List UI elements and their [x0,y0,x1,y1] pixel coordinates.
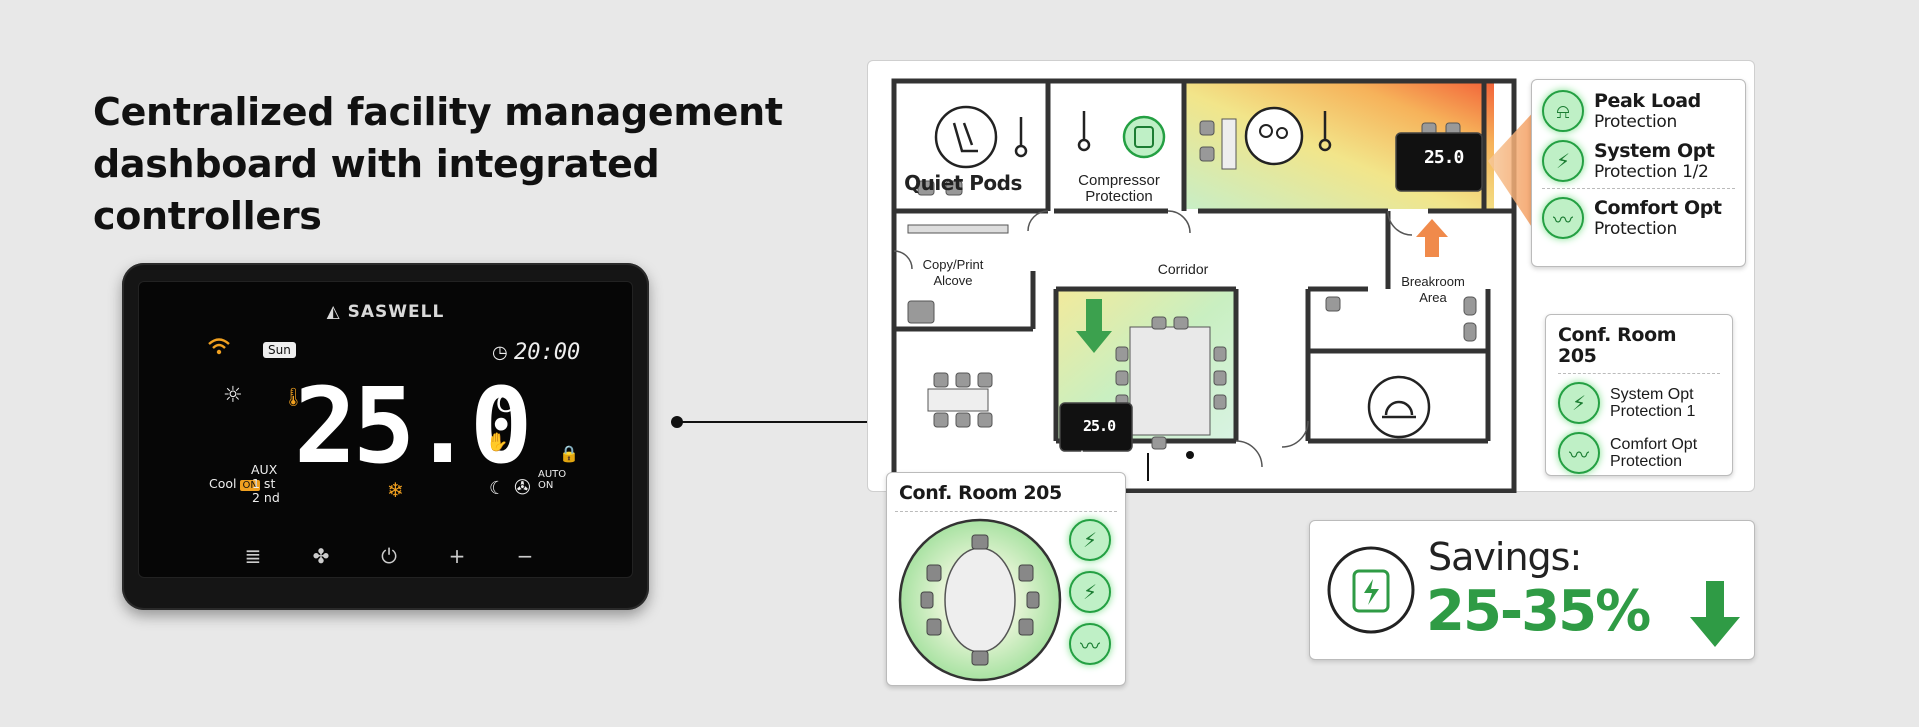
room-label-copy-print: Copy/Print Alcove [922,257,984,288]
wifi-icon [207,336,231,362]
conf-zoom-title: Conf. Room 205 [899,482,1062,504]
clock-icon: ◷ [492,342,508,363]
zoom-panel-pointer [1070,450,1094,474]
thermometer-icon: 🌡 [282,387,305,408]
room-label-compressor: Compressor Protection [1078,172,1160,205]
temperature-display: 25.0 [294,365,532,487]
day-badge: Sun [263,342,296,358]
plus-icon[interactable]: + [448,544,466,568]
thermostat-device: ◭ SASWELL Sun ◷ 20:00 ☼ 🌡 25.0 °C ✋ 🔒 AU… [122,263,649,610]
room-label-breakroom: Breakroom Area [1401,274,1465,305]
trend-line-icon: 〰 [1558,432,1600,474]
fan-auto-label: AUTO [538,469,567,480]
minus-icon[interactable]: − [516,544,534,568]
battery-icon: ⚡ [1542,140,1584,182]
savings-label: Savings: [1428,535,1582,579]
bell-icon: ⍾ [1542,90,1584,132]
title-line-1: Centralized facility management [93,90,783,134]
stage-1-label: 1 st [252,476,276,491]
mode-on-badge: ON [240,480,260,491]
thermostat-screen: ◭ SASWELL Sun ◷ 20:00 ☼ 🌡 25.0 °C ✋ 🔒 AU… [138,281,633,578]
conf-zoom-panel: Conf. Room 205 ⚡ ⚡ 〰 [886,472,1126,686]
cool-down-arrow [1076,299,1112,353]
mini-display-top: 25.0 [1424,147,1464,168]
compressor-green-icon [1122,115,1166,159]
sun-icon[interactable]: ☼ [223,383,243,408]
aux-label: AUX [251,462,278,477]
brand-mark-icon: ◭ [326,302,348,322]
snowflake-icon: ❄ [387,478,404,502]
lock-icon[interactable]: 🔒 [559,444,579,463]
conf-zoom-drawing [898,518,1062,682]
power-icon[interactable]: ⏻ [381,544,397,568]
stage-2-label: 2 nd [252,490,280,505]
page-title: Centralized facility management dashboar… [93,86,813,242]
savings-panel: Savings: 25-35% [1309,520,1755,660]
mini-display-conf: 25.0 [1083,417,1116,435]
time-display: 20:00 [514,340,581,365]
fan-on-label: ON [538,480,554,491]
mini-thermostat-conf [1059,402,1133,452]
conf-room-panel-title: Conf. Room 205 [1558,325,1720,374]
savings-down-arrow-icon [1690,581,1740,647]
compressor-icon[interactable]: ⚡ [1069,519,1111,561]
moon-icon[interactable]: ☾ [489,478,506,499]
conf-zoom-icons: ⚡ ⚡ 〰 [1069,519,1111,665]
battery-icon: ⚡ [1558,382,1600,424]
battery-icon[interactable]: ⚡ [1069,571,1111,613]
mode-label: Cool ON [209,476,260,491]
office-people-icon [1244,106,1304,166]
quiet-pods-icon [934,105,998,169]
trend-line-icon: 〰 [1542,197,1584,239]
floor-plan-drawing [891,78,1551,493]
service-bell-icon [1367,375,1431,439]
title-line-2: dashboard with integrated controllers [93,142,660,238]
brand-logo: ◭ SASWELL [326,302,445,322]
temperature-unit: °C [484,390,513,418]
fan-button-icon[interactable]: ✤ [312,544,330,568]
room-label-quiet-pods: Quiet Pods [904,171,1022,195]
savings-value: 25-35% [1426,579,1651,644]
compressor-savings-icon [1327,546,1415,634]
hand-icon: ✋ [486,432,509,453]
fan-icon: ✇ [514,475,531,499]
mini-thermostat-top [1395,132,1483,192]
trend-line-icon[interactable]: 〰 [1069,623,1111,665]
heat-up-arrow [1416,219,1448,257]
menu-icon[interactable]: ≣ [244,544,262,568]
room-label-corridor: Corridor [1157,261,1209,277]
